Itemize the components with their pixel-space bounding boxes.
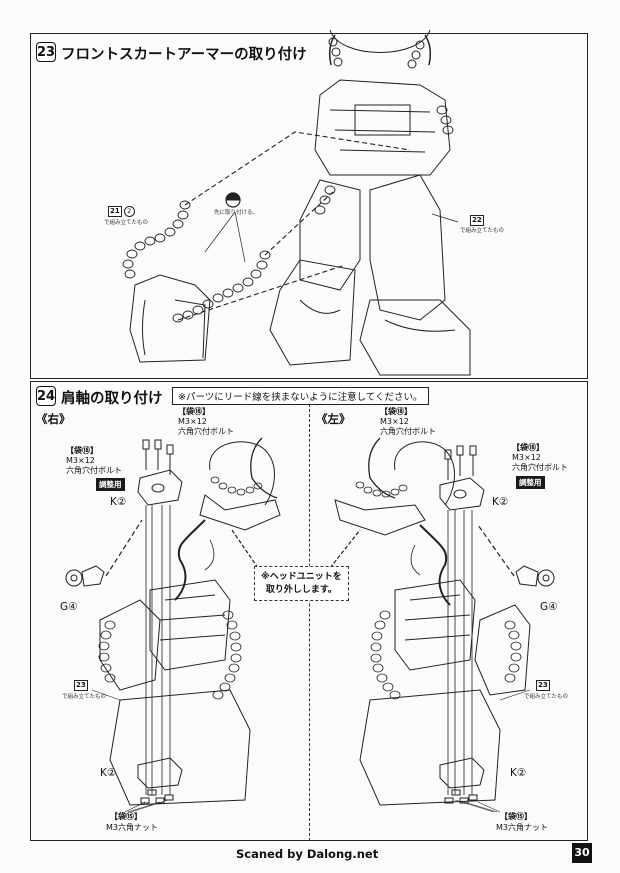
right-ref-caption: で組み立てたもの (62, 694, 107, 700)
step-23-number: 23 (36, 42, 56, 62)
right-top-bolt: 六角穴付ボルト (178, 427, 234, 436)
right-top-bag: 【袋⑱】 (178, 407, 210, 416)
left-ref-caption: で組み立てたもの (524, 694, 569, 700)
left-side-label: 《左》 (316, 412, 351, 426)
callout-line-2: 取り外しします。 (265, 584, 337, 595)
right-left-size: M3×12 (66, 456, 95, 465)
step-24-number: 24 (36, 386, 56, 406)
step-24-title: 肩軸の取り付け (61, 391, 163, 407)
step-23-ref-left-caption: で組み立てたもの (104, 220, 149, 226)
right-k-part-bottom: K② (100, 767, 117, 779)
part-number-box: 23 (74, 680, 88, 691)
step-23-ref-left: 21 2 (108, 206, 135, 217)
left-top-size: M3×12 (380, 417, 409, 426)
left-bottom-nut: M3六角ナット (496, 823, 548, 832)
left-k-part-bottom: K② (510, 767, 527, 779)
head-unit-callout: ※ヘッドユニットを 取り外しします。 (254, 566, 349, 602)
left-ref: 23 (536, 680, 550, 691)
right-side-label: 《右》 (36, 412, 71, 426)
left-bottom-bag: 【袋⑮】 (500, 812, 532, 821)
part-circle-number: 2 (123, 206, 135, 217)
center-divider (309, 404, 310, 841)
step-24-notice: ※パーツにリード線を挟まないように注意してください。 (172, 387, 429, 405)
step-23-ref-right-caption: で組み立てたもの (460, 228, 505, 234)
page-number: 30 (572, 843, 592, 863)
left-right-size: M3×12 (512, 453, 541, 462)
part-number-box: 23 (536, 680, 550, 691)
right-bottom-nut: M3六角ナット (106, 823, 158, 832)
left-top-bag: 【袋⑱】 (380, 407, 412, 416)
right-bottom-bag: 【袋⑮】 (110, 812, 142, 821)
left-right-bag: 【袋⑱】 (512, 443, 544, 452)
right-left-bolt: 六角穴付ボルト (66, 466, 122, 475)
part-number-box: 22 (470, 215, 484, 226)
right-ref: 23 (74, 680, 88, 691)
left-k-part: K② (492, 496, 509, 508)
right-top-size: M3×12 (178, 417, 207, 426)
part-number-box: 21 (108, 206, 122, 217)
right-k-part: K② (110, 496, 127, 508)
left-right-bolt: 六角穴付ボルト (512, 463, 568, 472)
callout-line-1: ※ヘッドユニットを (261, 572, 342, 582)
scan-credit: Scaned by Dalong.net (236, 847, 379, 861)
step-23-title: フロントスカートアーマーの取り付け (61, 47, 307, 63)
left-g-part: G④ (540, 601, 558, 613)
right-g-part: G④ (60, 601, 78, 613)
ball-caption: 先に取り付ける。 (214, 210, 259, 216)
left-adjust-badge: 調整用 (516, 476, 545, 489)
step-23-ref-right: 22 (470, 215, 484, 226)
right-adjust-badge: 調整用 (96, 478, 125, 491)
left-top-bolt: 六角穴付ボルト (380, 427, 436, 436)
step-23-frame (30, 33, 588, 379)
right-left-bag: 【袋⑱】 (66, 446, 98, 455)
